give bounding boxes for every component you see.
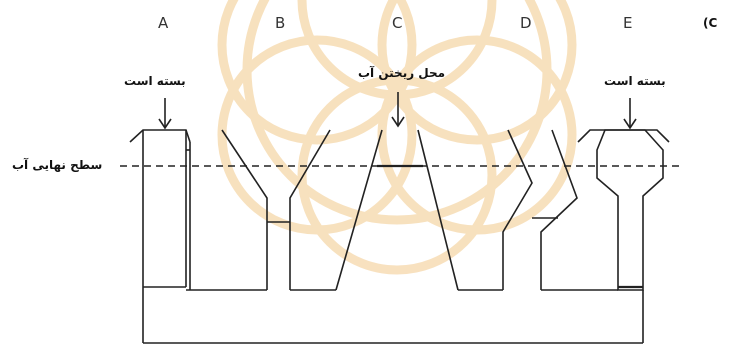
annotation-final-water-level: سطح نهایی آب — [12, 158, 103, 172]
vessel-a — [129, 129, 267, 291]
vessel-letter-c: C — [392, 14, 403, 32]
annotation-closed-e: بسته است — [604, 74, 666, 88]
vessel-d — [502, 129, 618, 291]
arrow-closed-a — [158, 98, 172, 130]
connecting-tube — [142, 285, 644, 344]
annotation-pour-point: محل ریختن آب — [358, 66, 446, 80]
background-watermark — [217, 0, 577, 275]
annotation-closed-a: بسته است — [124, 74, 186, 88]
vessel-letter-a: A — [158, 14, 169, 32]
vessel-letter-d: D — [520, 14, 532, 32]
vessel-letter-b: B — [275, 14, 286, 32]
arrow-pour-point — [391, 92, 405, 128]
vessel-b — [221, 129, 336, 291]
vessel-e — [577, 129, 670, 291]
panel-label: (C — [703, 16, 718, 30]
arrow-closed-e — [623, 98, 637, 130]
vessel-letter-e: E — [623, 14, 633, 32]
